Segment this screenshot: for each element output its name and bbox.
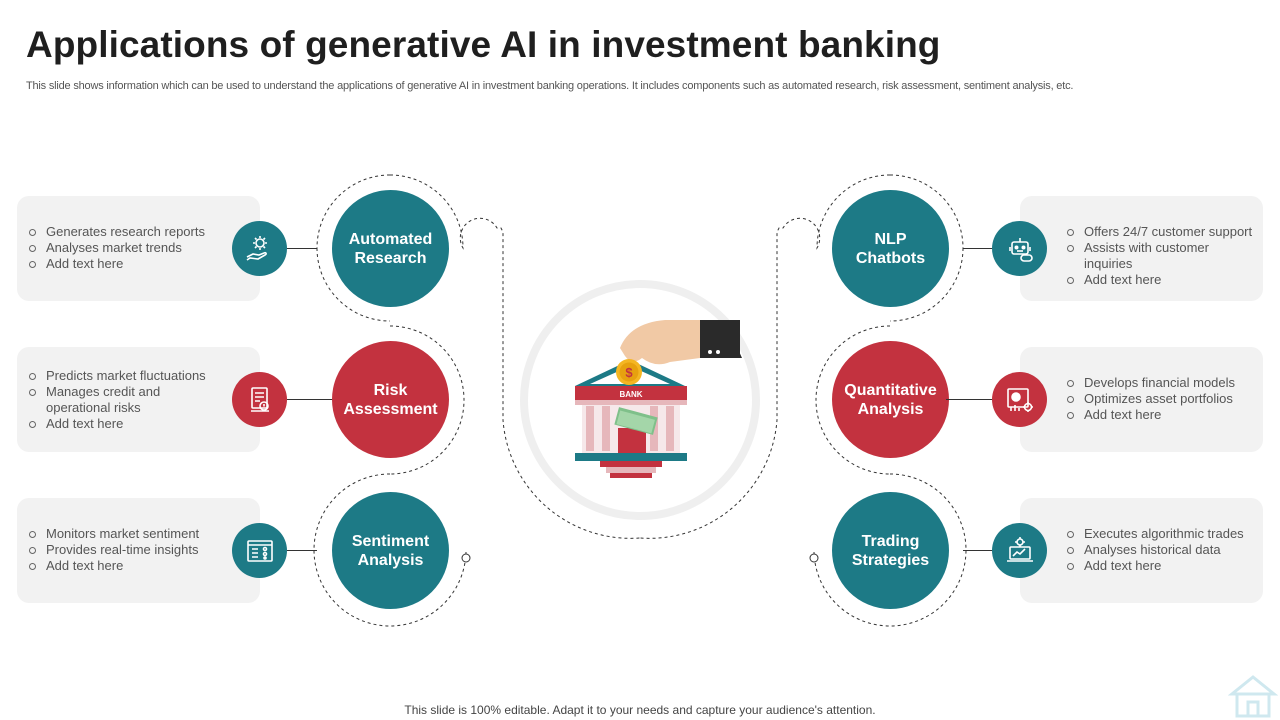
- bullet-item: Add text here: [17, 256, 232, 272]
- trading-strategies-circle: Trading Strategies: [832, 492, 949, 609]
- page-title: Applications of generative AI in investm…: [26, 24, 941, 65]
- automated-research-bullets: Generates research reports Analyses mark…: [17, 224, 232, 272]
- risk-document-icon: [232, 372, 287, 427]
- bank-label: BANK: [619, 390, 642, 399]
- page-subtitle: This slide shows information which can b…: [26, 80, 1074, 92]
- bank-illustration: BANK $: [575, 320, 742, 478]
- connector-line: [287, 248, 317, 249]
- bullet-item: Assists with customer inquiries: [1055, 240, 1260, 272]
- bullet-item: Add text here: [17, 558, 232, 574]
- connector-line: [946, 399, 993, 400]
- nlp-chatbots-box: Offers 24/7 customer support Assists wit…: [1020, 196, 1263, 301]
- nlp-chatbots-bullets: Offers 24/7 customer support Assists wit…: [1055, 224, 1260, 288]
- dashboard-icon: [232, 523, 287, 578]
- automated-research-label: Automated Research: [348, 230, 433, 267]
- quantitative-analysis-box: Develops financial models Optimizes asse…: [1020, 347, 1263, 452]
- bullet-item: Develops financial models: [1055, 375, 1260, 391]
- automated-research-box: Generates research reports Analyses mark…: [17, 196, 260, 301]
- sentiment-analysis-bullets: Monitors market sentiment Provides real-…: [17, 526, 232, 574]
- trading-strategies-box: Executes algorithmic trades Analyses his…: [1020, 498, 1263, 603]
- nlp-chatbots-circle: NLP Chatbots: [832, 190, 949, 307]
- bullet-item: Optimizes asset portfolios: [1055, 391, 1260, 407]
- sentiment-analysis-circle: Sentiment Analysis: [332, 492, 449, 609]
- trading-strategies-label: Trading Strategies: [851, 532, 930, 569]
- bullet-item: Add text here: [1055, 558, 1260, 574]
- robot-icon: [992, 221, 1047, 276]
- risk-assessment-circle: Risk Assessment: [332, 341, 449, 458]
- bullet-item: Manages credit and operational risks: [17, 384, 176, 416]
- laptop-gear-icon: [992, 523, 1047, 578]
- bullet-item: Monitors market sentiment: [17, 526, 232, 542]
- quantitative-analysis-bullets: Develops financial models Optimizes asse…: [1055, 375, 1260, 423]
- bullet-item: Add text here: [1055, 272, 1260, 288]
- bullet-item: Provides real-time insights: [17, 542, 232, 558]
- bullet-item: Offers 24/7 customer support: [1055, 224, 1260, 240]
- sentiment-analysis-box: Monitors market sentiment Provides real-…: [17, 498, 260, 603]
- connector-line: [287, 550, 317, 551]
- risk-assessment-label: Risk Assessment: [343, 381, 438, 418]
- research-icon: [232, 221, 287, 276]
- footer-note: This slide is 100% editable. Adapt it to…: [404, 703, 876, 717]
- quantitative-analysis-circle: Quantitative Analysis: [832, 341, 949, 458]
- bullet-item: Executes algorithmic trades: [1055, 526, 1260, 542]
- bullet-item: Predicts market fluctuations: [17, 368, 232, 384]
- nlp-chatbots-label: NLP Chatbots: [855, 230, 926, 267]
- bullet-item: Analyses historical data: [1055, 542, 1260, 558]
- quantitative-analysis-label: Quantitative Analysis: [844, 381, 937, 418]
- trading-strategies-bullets: Executes algorithmic trades Analyses his…: [1055, 526, 1260, 574]
- chart-gear-icon: [992, 372, 1047, 427]
- connector-line: [963, 248, 993, 249]
- coin-symbol: $: [625, 365, 633, 380]
- bullet-item: Add text here: [17, 416, 232, 432]
- connector-line: [963, 550, 993, 551]
- risk-assessment-bullets: Predicts market fluctuations Manages cre…: [17, 368, 232, 432]
- bullet-item: Generates research reports: [17, 224, 232, 240]
- connector-line: [287, 399, 334, 400]
- sentiment-analysis-label: Sentiment Analysis: [351, 532, 430, 569]
- bullet-item: Add text here: [1055, 407, 1260, 423]
- risk-assessment-box: Predicts market fluctuations Manages cre…: [17, 347, 260, 452]
- home-logo-icon: [1228, 675, 1278, 718]
- automated-research-circle: Automated Research: [332, 190, 449, 307]
- bullet-item: Analyses market trends: [17, 240, 232, 256]
